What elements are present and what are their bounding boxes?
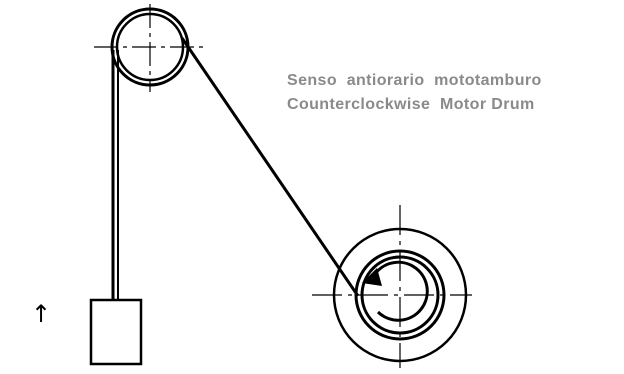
- motor-drum: [312, 205, 472, 368]
- label-italian: Senso antiorario mototamburo: [287, 72, 542, 89]
- label-english: Counterclockwise Motor Drum: [287, 96, 535, 113]
- counterclockwise-arrow-arc: [370, 260, 429, 322]
- motor-drum-inner-ring: [360, 255, 440, 335]
- hanging-load-assembly: [89, 50, 143, 366]
- up-arrow-icon: ↑: [31, 300, 51, 328]
- motor-drum-outer-ring: [332, 227, 468, 363]
- diagonal-belt: [180, 37, 360, 297]
- motor-drum-middle-ring: [354, 249, 446, 341]
- top-pulley-inner-rim: [115, 12, 185, 82]
- load-box: [89, 298, 143, 366]
- counterclockwise-arrowhead-icon: [362, 268, 382, 286]
